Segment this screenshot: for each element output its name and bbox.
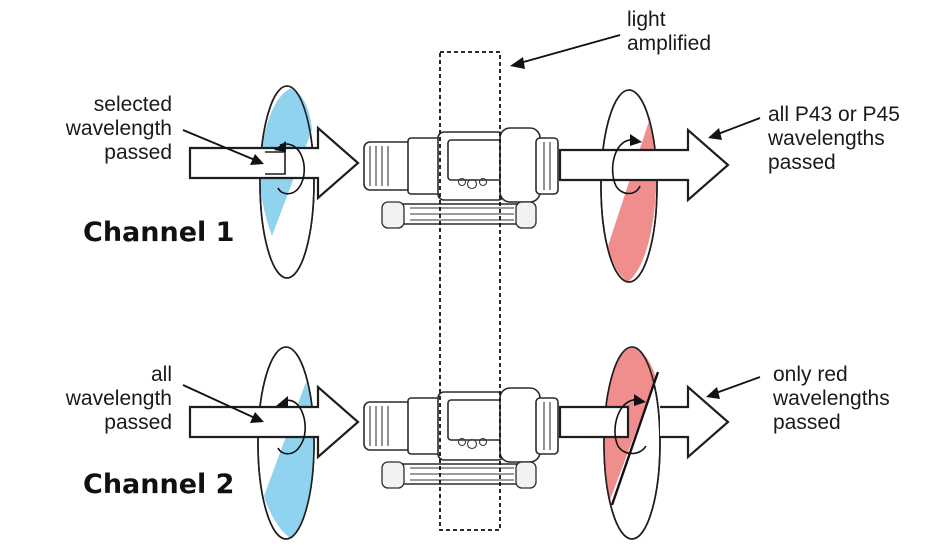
ch1-night-vision-monocular-icon [363,127,559,229]
ch1-output-arrow [558,127,730,203]
ch1-right-rotation-icon [611,139,641,195]
ch2-output-filter-wheel-icon [603,346,661,540]
ch2-left-rotation-icon [277,399,306,455]
ch2-night-vision-monocular-icon [363,387,559,489]
ch2-output-label-line1: only red [773,363,848,386]
channel-1-title: Channel 1 [83,217,234,248]
ch2-output-pointer-arrow [706,376,761,399]
ch2-input-filter-wheel-icon [257,346,315,540]
ch2-input-label-line1: all [151,363,172,386]
ch2-output-label: only red wavelengths passed [772,363,890,434]
channel-2-title: Channel 2 [83,469,234,500]
ch1-input-label-line2: wavelength [65,117,172,140]
light-amplifier-region [439,51,501,531]
ch2-input-arrow [188,384,360,460]
ch1-beam-insert [265,151,286,175]
ch2-output-arrow-right [660,384,730,460]
ch1-input-filter-wheel-icon [259,85,315,279]
ch1-input-arrow [188,125,360,201]
amplifier-label-line1: light [627,8,666,31]
ch1-output-label: all P43 or P45 wavelengths passed [767,103,900,174]
ch2-input-pointer-arrow [182,384,264,423]
ch1-left-rotation-icon [277,143,305,195]
ch2-output-label-line2: wavelengths [772,387,890,410]
ch1-output-pointer-arrow [708,117,761,140]
ch2-right-rotation-icon [614,399,647,455]
ch1-output-label-line2: wavelengths [767,127,885,150]
ch2-input-label-line2: wavelength [65,387,172,410]
ch1-output-filter-wheel-icon [600,89,658,283]
ch1-input-pointer-arrow [182,129,264,165]
amplifier-pointer-arrow [510,34,621,69]
ch2-input-label-line3: passed [104,411,172,434]
ch1-output-label-line3: passed [768,151,836,174]
amplifier-label-line2: amplified [627,32,711,55]
ch1-input-label-line1: selected [94,93,172,116]
ch2-output-arrow [558,405,630,439]
ch2-output-label-line3: passed [773,411,841,434]
amplifier-label: light amplified [627,8,711,55]
ch1-input-label: selected wavelength passed [65,93,172,164]
ch2-output-dark-edge [610,371,660,506]
ch2-output-red-segment [604,347,656,500]
ch1-output-label-line1: all P43 or P45 [768,103,900,126]
ch2-input-label: all wavelength passed [65,363,172,434]
ch1-input-label-line3: passed [104,141,172,164]
